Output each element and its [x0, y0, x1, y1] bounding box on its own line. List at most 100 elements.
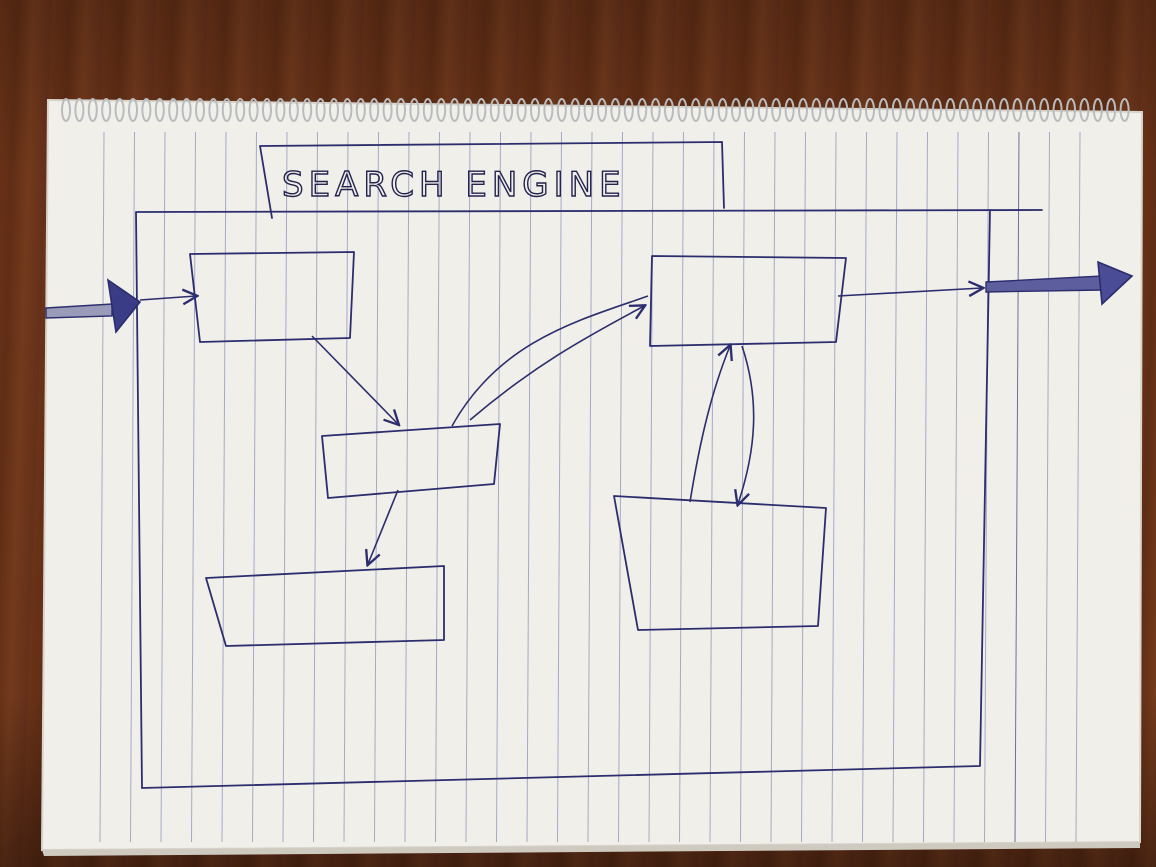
spiral-ring	[61, 98, 71, 122]
ruled-lines	[99, 131, 1081, 843]
ruled-line	[679, 131, 684, 843]
spiral-ring	[1012, 98, 1023, 122]
external-output-arrow	[985, 260, 1134, 306]
spiral-ring	[623, 98, 634, 122]
spiral-ring	[824, 98, 835, 122]
spiral-ring	[704, 98, 715, 122]
spiral-ring	[543, 98, 554, 122]
spiral-ring	[489, 98, 500, 122]
system-frame	[135, 209, 1043, 789]
diagram-title: SEARCH ENGINE	[282, 165, 626, 205]
input-to-box-arrow	[139, 296, 196, 300]
spiral-ring	[87, 98, 98, 122]
spiral-ring	[878, 98, 889, 122]
spiral-ring	[168, 98, 179, 122]
output-to-storage-arrow	[738, 345, 755, 504]
ruled-line	[1045, 131, 1050, 843]
ruled-line	[160, 131, 166, 843]
ruled-line	[282, 131, 288, 843]
spiral-ring	[221, 98, 232, 122]
spiral-ring	[1066, 98, 1076, 122]
ruled-line	[801, 131, 806, 843]
spiral-ring	[972, 98, 983, 122]
spiral-ring	[690, 98, 701, 122]
spiral-ring	[476, 98, 487, 122]
processing-to-storage-arrow	[368, 489, 399, 564]
ruled-line	[984, 131, 989, 843]
spiral-binding	[61, 98, 1130, 122]
spiral-ring	[865, 98, 875, 122]
ruled-line	[831, 131, 837, 843]
external-input-arrow	[45, 278, 142, 334]
spiral-ring	[664, 98, 674, 122]
ruled-line	[374, 131, 379, 843]
ruled-line	[221, 131, 227, 843]
ruled-line	[862, 131, 867, 843]
spiral-ring	[771, 98, 782, 122]
spiral-ring	[128, 98, 138, 122]
spiral-ring	[114, 98, 125, 122]
spiral-ring	[811, 98, 822, 122]
spiral-ring	[396, 98, 406, 122]
ruled-line	[496, 131, 501, 843]
spiral-ring	[717, 98, 728, 122]
title-box	[259, 141, 725, 219]
spiral-ring	[1025, 98, 1036, 122]
ruled-line	[526, 131, 532, 843]
ruled-line	[770, 131, 776, 843]
spiral-ring	[195, 98, 205, 122]
spiral-ring	[610, 98, 621, 122]
ruled-line	[892, 131, 898, 843]
spiral-ring	[382, 98, 393, 122]
spiral-ring	[999, 98, 1009, 122]
spiral-ring	[329, 98, 339, 122]
spiral-ring	[945, 98, 956, 122]
spiral-ring	[436, 98, 447, 122]
spiral-ring	[677, 98, 688, 122]
ruled-line	[313, 131, 318, 843]
spiral-ring	[181, 98, 192, 122]
ruled-line	[1075, 131, 1081, 843]
spiral-ring	[583, 98, 594, 122]
ruled-line	[435, 131, 440, 843]
spiral-ring	[409, 98, 420, 122]
spiral-ring	[1119, 98, 1130, 122]
spiral-ring	[503, 98, 514, 122]
storage-to-output-arrow	[689, 346, 730, 503]
spiral-ring	[101, 98, 112, 122]
spiral-ring	[355, 98, 366, 122]
spiral-ring	[932, 98, 942, 122]
ruled-line	[709, 131, 715, 843]
spiral-ring	[208, 98, 219, 122]
storage-box-right	[613, 495, 827, 631]
spiral-ring	[302, 98, 313, 122]
spiral-ring	[784, 98, 795, 122]
spiral-ring	[315, 98, 326, 122]
storage-box-left	[205, 565, 445, 647]
spiral-ring	[530, 98, 540, 122]
spiral-ring	[918, 98, 929, 122]
ruled-line	[618, 131, 623, 843]
spiral-ring	[637, 98, 648, 122]
spiral-ring	[516, 98, 527, 122]
spiral-ring	[650, 98, 661, 122]
spiral-ring	[1106, 98, 1117, 122]
spiral-ring	[288, 98, 299, 122]
spiral-ring	[1039, 98, 1050, 122]
spiral-ring	[570, 98, 581, 122]
spiral-ring	[958, 98, 969, 122]
spiral-ring	[262, 98, 272, 122]
spiral-ring	[1092, 98, 1103, 122]
spiral-ring	[891, 98, 902, 122]
spiral-ring	[248, 98, 259, 122]
ruled-line	[587, 131, 593, 843]
ruled-line	[648, 131, 654, 843]
spiral-ring	[985, 98, 996, 122]
spiral-ring	[422, 98, 433, 122]
ruled-line	[130, 131, 135, 843]
ruled-line	[252, 131, 257, 843]
ruled-line	[191, 131, 196, 843]
spiral-ring	[757, 98, 768, 122]
spiral-ring	[838, 98, 849, 122]
processing-box	[321, 423, 501, 499]
